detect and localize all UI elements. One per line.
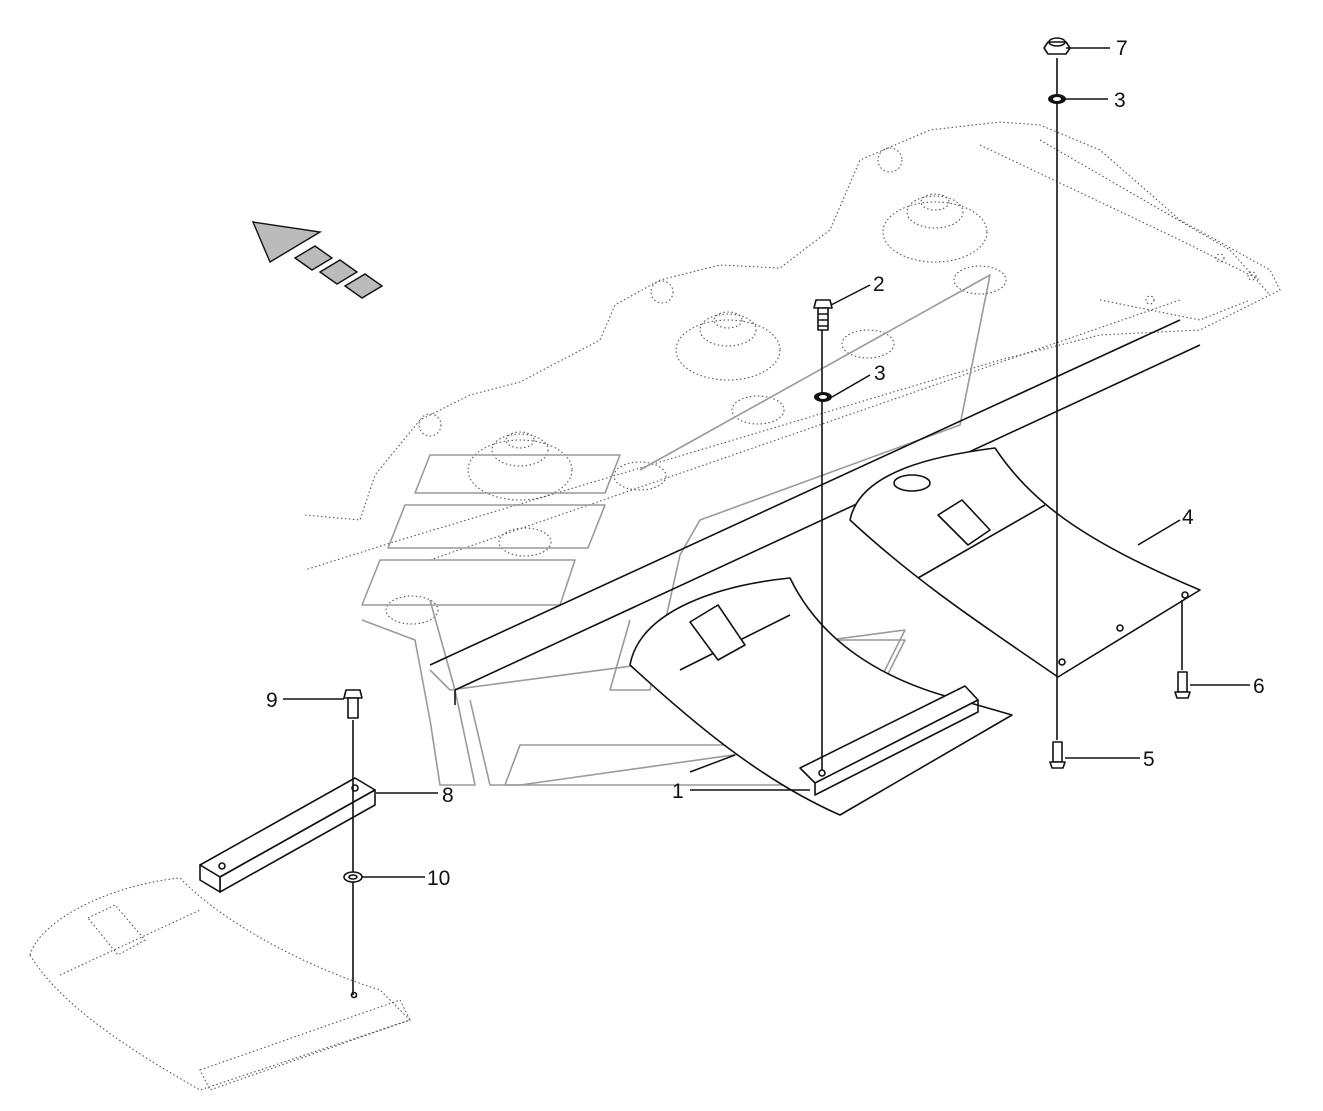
washer-part-10 bbox=[343, 871, 363, 883]
callout-3-middle: 3 bbox=[874, 362, 886, 385]
cutter-bar-outline bbox=[304, 121, 1281, 571]
callout-5: 5 bbox=[1143, 748, 1155, 771]
callout-4: 4 bbox=[1182, 506, 1194, 529]
callout-2: 2 bbox=[873, 273, 885, 296]
callout-7: 7 bbox=[1116, 37, 1128, 60]
callout-8: 8 bbox=[442, 784, 454, 807]
screw-part-6 bbox=[1174, 671, 1191, 699]
washer-part-3-middle bbox=[814, 392, 832, 402]
skid-plate-left bbox=[29, 877, 412, 1091]
nut-part-7 bbox=[1043, 37, 1071, 55]
spacer-bar-part-8 bbox=[199, 777, 376, 893]
callout-9: 9 bbox=[266, 689, 278, 712]
leader-lines bbox=[283, 47, 1250, 878]
bolt-part-2 bbox=[813, 299, 833, 331]
disc-gearbox-left bbox=[467, 431, 573, 501]
hardware-stack-middle bbox=[813, 299, 833, 770]
skid-plate-part-4 bbox=[849, 447, 1201, 678]
callout-labels: 7 3 2 3 4 6 5 9 8 10 1 bbox=[266, 37, 1265, 890]
callout-10: 10 bbox=[427, 867, 450, 890]
cutter-bar-rail bbox=[429, 319, 1201, 705]
washer-part-3-top bbox=[1048, 94, 1066, 104]
disc-gearbox-right bbox=[882, 193, 988, 263]
hardware-stack-left bbox=[343, 689, 363, 999]
skid-plate-part-1 bbox=[629, 577, 1013, 816]
screw-part-5 bbox=[1049, 741, 1066, 769]
callout-6: 6 bbox=[1253, 675, 1265, 698]
disc-gearbox-middle bbox=[675, 311, 781, 381]
idler-discs bbox=[385, 265, 1007, 625]
callout-1: 1 bbox=[672, 780, 684, 803]
direction-arrow-icon bbox=[251, 221, 384, 299]
callout-3-top: 3 bbox=[1114, 89, 1126, 112]
bolt-part-9 bbox=[343, 689, 363, 719]
hardware-stack-right bbox=[1043, 37, 1191, 769]
